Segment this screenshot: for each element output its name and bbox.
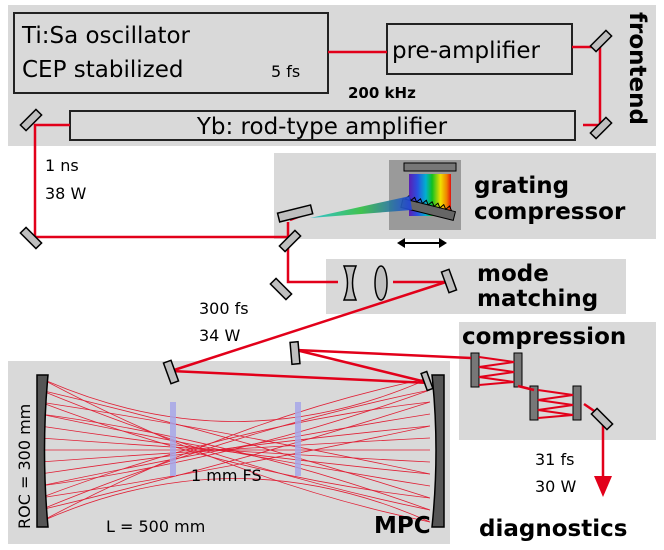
concave-lens [342,265,358,301]
mpc-mirror-left [36,374,49,528]
mirror-frontend-bottom [589,116,613,140]
mpc-title: MPC [374,513,431,539]
convex-lens [374,265,388,301]
frontend-panel: Ti:Sa oscillator CEP stabilized 5 fs pre… [8,5,656,146]
beam-path [33,45,605,478]
dispersed-beam [310,196,412,218]
mpc-fs-label: 1 mm FS [191,466,262,485]
fs-plate-right [295,402,301,476]
compression-panel: compression [459,322,656,440]
oscillator-label-line2: CEP stabilized [22,57,183,83]
top-mirror [403,162,457,172]
oscillator-label-line1: Ti:Sa oscillator [21,23,191,49]
mirror-mpc-in [162,359,180,385]
grating-compressor-panel: grating compressor [274,153,656,248]
rod-amp-box [69,110,576,141]
beam-to-compression [295,348,472,360]
after-compressor-duration: 300 fs [199,299,249,318]
fs-plate-left [170,402,176,476]
after-compressor-power: 34 W [199,326,240,345]
mode-matching-title-line2: matching [477,286,598,312]
rod-amp-label: Yb: rod-type amplifier [196,114,448,140]
compression-title: compression [462,324,626,350]
preamp-box [386,23,573,75]
output-power: 30 W [535,477,576,496]
rep-rate-label: 200 kHz [348,84,416,102]
translation-arrow-right-head [439,238,447,248]
beam-pair-link [517,384,535,392]
beam-mpc-exit [295,348,431,385]
grating-1 [276,204,314,223]
mpc-panel: ROC = 300 mm 1 mm FS L = 500 mm MPC [8,361,450,544]
mirror-mpc-out [289,340,301,366]
mirror-mpc-pickoff [420,370,434,392]
mirror-compression-out [590,407,614,431]
oscillator-box [13,12,329,94]
mirror-fold-3 [269,277,293,301]
mirror-fold-1 [19,226,43,250]
mpc-roc-label: ROC = 300 mm [15,404,34,529]
mirrors [19,29,614,431]
grating-compressor-title-line1: grating [474,173,569,199]
mpc-ray-bundle [39,377,431,523]
mirror-frontend-left [19,108,43,132]
mpc-mirror-right [431,374,445,528]
mirror-fold-2 [278,229,302,253]
oscillator-pulse-duration: 5 fs [271,62,300,81]
beam-to-mpc [170,280,447,373]
mirror-mode-matching [440,268,458,294]
preamp-label: pre-amplifier [392,38,541,64]
diagnostics-label: diagnostics [479,516,627,542]
output-arrow-head [594,476,612,497]
output-duration: 31 fs [535,450,574,469]
translation-arrow-left-head [397,238,405,248]
mode-matching-title-line1: mode [477,261,549,287]
grating-compressor-title-line2: compressor [474,199,626,225]
beam-mpc-entry [170,369,431,385]
beam-rod-to-compressor [33,123,288,239]
after-amp-duration: 1 ns [45,156,79,175]
beam-preamp-to-mirror [572,45,602,127]
chirped-mirror-pair-2 [529,385,582,421]
mpc-length-label: L = 500 mm [106,517,205,536]
mirror-frontend-top [589,29,613,53]
after-amp-power: 38 W [45,184,86,203]
frontend-title: frontend [624,12,650,125]
